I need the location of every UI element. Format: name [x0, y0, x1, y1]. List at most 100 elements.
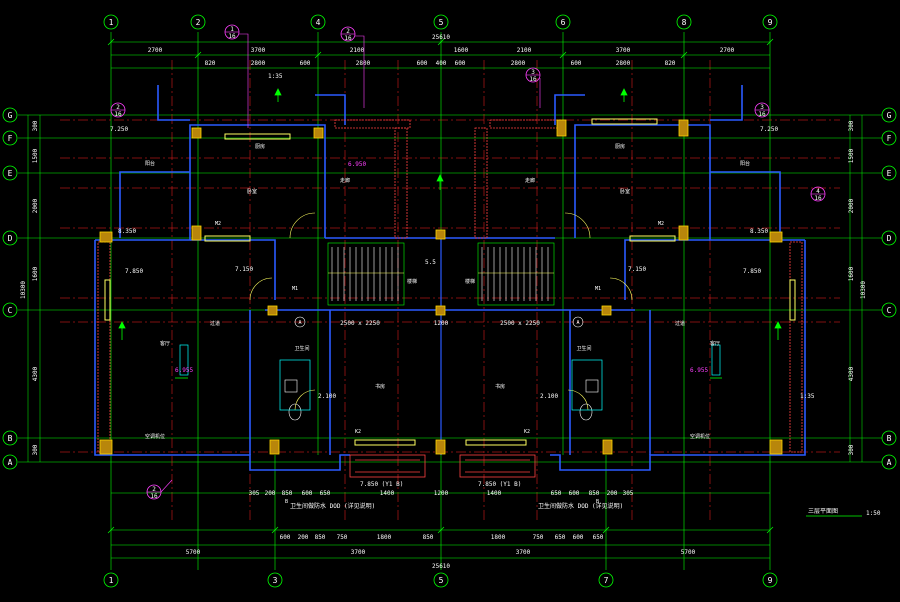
- dim-text: 750: [337, 534, 348, 541]
- note-mid-dim-right: 2500 x 2250: [500, 320, 540, 327]
- axis-bubble-top-4: 4: [310, 14, 326, 30]
- window-tag-a-left: A: [294, 316, 306, 328]
- axis-bubble-left-c: C: [2, 302, 18, 318]
- room-label-living-left: 客厅: [160, 340, 170, 347]
- detail-callout: 3 16: [525, 67, 541, 83]
- axis-label: G: [8, 111, 13, 120]
- level-stair: 5.5: [425, 259, 436, 266]
- detail-callout: 2 16: [340, 26, 356, 42]
- dim-top-overall: 25610: [432, 34, 450, 41]
- room-label-bedroom-left: 卧室: [247, 188, 257, 195]
- dim-text: 4300: [848, 366, 855, 381]
- axis-bubble-left-e: E: [2, 165, 18, 181]
- room-label-kitchen-left: 厨房: [255, 143, 265, 150]
- axis-bubble-top-6: 6: [555, 14, 571, 30]
- toilet-right: [579, 403, 593, 421]
- axis-label: 5: [439, 18, 444, 27]
- dim-text: 2700: [148, 47, 163, 54]
- dim-text: 200: [298, 534, 309, 541]
- detail-callouts: 1 16 2 16 2 16 3 16 3 16 4 16: [110, 24, 826, 500]
- dim-right-parts: 300 1500 2000 1600 4300 300: [848, 120, 855, 455]
- dim-text: 1500: [32, 148, 39, 163]
- dim-top-row2: 820 2800 600 2800 600 400 600 2800 600 2…: [205, 60, 676, 67]
- dim-text: 750: [533, 534, 544, 541]
- axis-bubble-left-f: F: [2, 130, 18, 146]
- axis-bubbles-bottom: 1 3 5 7 9: [103, 572, 778, 588]
- centerlines: [60, 60, 840, 520]
- note-right-bottom: 卫生间做防水 DOD (详见说明): [538, 502, 623, 510]
- wall-left-hall: [190, 239, 276, 300]
- column: [435, 305, 446, 316]
- axis-label: 6: [561, 18, 566, 27]
- brick-wall-shaft-right: [474, 127, 488, 239]
- axis-bubble-top-8: 8: [676, 14, 692, 30]
- dim-text: 650: [555, 534, 566, 541]
- detail-callout: 1 16: [224, 24, 240, 40]
- dim-text: 600: [573, 534, 584, 541]
- level-eave-right: 7.250: [760, 126, 778, 133]
- door-swing: [294, 389, 316, 411]
- window: [591, 118, 658, 125]
- room-label-corridor-center-right: 走廊: [525, 177, 535, 184]
- window: [104, 279, 111, 321]
- dim-text: 650: [551, 490, 562, 497]
- dim-bottom-row2: 600 200 850 750 1800 850 1800 750 650 60…: [280, 534, 604, 541]
- detail-callout: 2 16: [146, 484, 162, 500]
- axis-label: 1: [109, 576, 114, 585]
- level-landing-right: 7.150: [628, 266, 646, 273]
- axis-label: C: [887, 306, 892, 315]
- dim-text: 850: [423, 534, 434, 541]
- axis-label: 3: [273, 576, 278, 585]
- column: [678, 119, 689, 137]
- level-eave-left: 7.250: [110, 126, 128, 133]
- dim-text: 2800: [511, 60, 526, 67]
- stair-left: [327, 242, 405, 306]
- room-label-stair-right: 楼梯: [465, 278, 475, 285]
- tag-m2-right: M2: [658, 221, 664, 227]
- brick-wall-left: [97, 241, 111, 453]
- column: [678, 225, 689, 241]
- dim-text: 200: [607, 490, 618, 497]
- axis-bubble-left-a: A: [2, 454, 18, 470]
- drawing-title: 三层平面图: [808, 508, 838, 515]
- column: [769, 231, 783, 243]
- dim-text: 200: [265, 490, 276, 497]
- window: [465, 439, 527, 446]
- dim-right-overall: 10300: [860, 281, 867, 299]
- bay-window-right: [459, 454, 536, 478]
- note-mid-dim-left: 2500 x 2250: [340, 320, 380, 327]
- callout-num: 2: [116, 104, 120, 111]
- dim-text: 850: [589, 490, 600, 497]
- callout-sheet: 16: [529, 76, 537, 83]
- wall-left-upper: [95, 124, 326, 241]
- callout-sheet: 16: [114, 111, 122, 118]
- dim-text: 4300: [32, 366, 39, 381]
- callout-sheet: 16: [814, 195, 822, 202]
- level-flat-right: 8.350: [750, 228, 768, 235]
- axis-bubble-right-b: B: [881, 430, 897, 446]
- dim-text: 3700: [516, 549, 531, 556]
- dim-text: 2000: [32, 198, 39, 213]
- axis-bubbles-left: G F E D C B A: [2, 107, 18, 470]
- dim-left-overall: 10300: [20, 281, 27, 299]
- level-bottom-right: 7.850 (Y1 B): [478, 481, 521, 488]
- door-swing: [564, 212, 591, 239]
- callout-num: 2: [346, 28, 350, 35]
- level-balcony-left: 7.850: [125, 268, 143, 275]
- dim-text: 300: [32, 444, 39, 455]
- window: [224, 133, 291, 140]
- brick-walls: [97, 119, 803, 453]
- axis-label: 5: [439, 576, 444, 585]
- dim-text: 2100: [350, 47, 365, 54]
- axis-bubble-right-c: C: [881, 302, 897, 318]
- note-left-bottom: 卫生间做防水 DOD (详见说明): [290, 502, 375, 510]
- level-top-right-mark: 1:35: [800, 393, 815, 400]
- axis-bubble-bottom-9: 9: [762, 572, 778, 588]
- axis-bubble-left-g: G: [2, 107, 18, 123]
- dim-bottom-row1: 5700 3700 3700 5700: [186, 549, 696, 556]
- callout-num: 3: [760, 104, 764, 111]
- axis-bubble-top-1: 1: [103, 14, 119, 30]
- walls: [94, 85, 806, 471]
- callout-num: 4: [816, 188, 820, 195]
